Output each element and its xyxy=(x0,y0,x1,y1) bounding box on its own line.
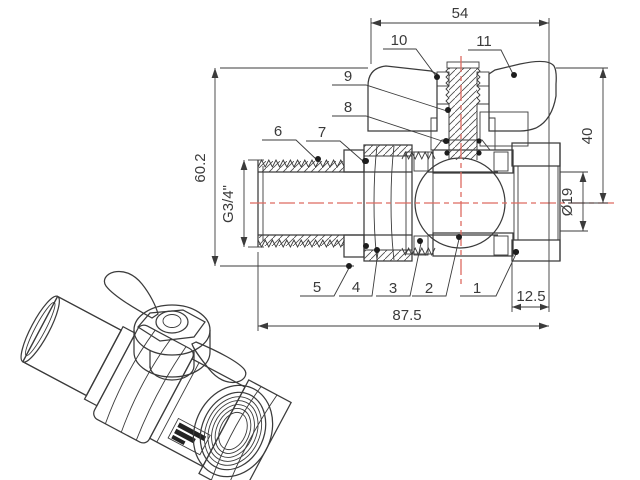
handle-wing-left xyxy=(367,65,438,132)
callout-3-label: 3 xyxy=(389,280,397,297)
dim-o19-label: Ø19 xyxy=(559,188,576,216)
dim-54-label: 54 xyxy=(452,5,469,22)
dim-12-5-label: 12.5 xyxy=(516,288,545,305)
callout-8-label: 8 xyxy=(344,99,352,116)
seat-left-top xyxy=(413,151,429,172)
callout-1-label: 1 xyxy=(473,280,481,297)
callout-6-label: 6 xyxy=(274,123,282,140)
union-nut xyxy=(363,144,413,262)
callouts: 1 2 3 4 5 6 7 8 xyxy=(262,32,519,297)
dim-60-2-label: 60.2 xyxy=(192,153,209,182)
dimension-total-height: 60.2 xyxy=(192,67,368,267)
handle-wing-right xyxy=(488,60,557,132)
female-end xyxy=(511,142,561,262)
callout-1: 1 xyxy=(460,249,519,297)
dim-g34-label: G3/4" xyxy=(220,185,237,223)
callout-7: 7 xyxy=(306,124,368,164)
seat-left-bottom xyxy=(413,235,429,256)
dimensions: 54 87.5 12.5 60.2 xyxy=(192,5,608,331)
iso-handle-hex-nut xyxy=(137,309,206,342)
iso-female-thread-face xyxy=(192,384,274,478)
dimension-handle-width: 54 xyxy=(370,5,550,312)
callout-11: 11 xyxy=(468,33,517,78)
callout-2: 2 xyxy=(412,234,462,297)
iso-wing-right xyxy=(191,341,247,384)
iso-wing-left xyxy=(103,270,159,319)
callout-10-label: 10 xyxy=(391,32,408,49)
callout-6: 6 xyxy=(262,123,321,162)
dim-40-label: 40 xyxy=(579,128,596,145)
iso-handle xyxy=(103,270,247,384)
isometric-view xyxy=(20,270,292,480)
tailpiece-male-thread xyxy=(257,159,412,248)
callout-8: 8 xyxy=(332,99,449,144)
dimension-nut-depth: 12.5 xyxy=(511,263,549,312)
callout-7-label: 7 xyxy=(318,124,326,141)
callout-11-label: 11 xyxy=(476,33,492,50)
callout-5: 5 xyxy=(300,263,352,297)
callout-9: 9 xyxy=(332,68,451,113)
handle-wings xyxy=(367,60,557,132)
seat-right-bottom xyxy=(493,235,509,256)
dimension-handle-to-axis: 40 xyxy=(556,67,608,204)
stem-assembly xyxy=(430,61,529,160)
dim-87-5-label: 87.5 xyxy=(392,307,421,324)
section-view xyxy=(257,60,561,262)
callout-9-label: 9 xyxy=(344,68,352,85)
dimension-inlet-thread: G3/4" xyxy=(220,159,264,248)
centerlines xyxy=(250,56,614,287)
callout-4-label: 4 xyxy=(352,279,360,296)
callout-10: 10 xyxy=(383,32,440,80)
dimension-bore-diameter: Ø19 xyxy=(559,171,588,232)
callout-2-label: 2 xyxy=(425,280,433,297)
dimension-total-length: 87.5 xyxy=(257,252,549,331)
callout-4: 4 xyxy=(339,247,380,297)
seat-right-top xyxy=(493,151,509,172)
iso-knurled-end xyxy=(21,295,123,397)
callout-5-label: 5 xyxy=(313,279,321,296)
callout-3: 3 xyxy=(376,238,423,297)
iso-brand-text xyxy=(177,422,207,442)
